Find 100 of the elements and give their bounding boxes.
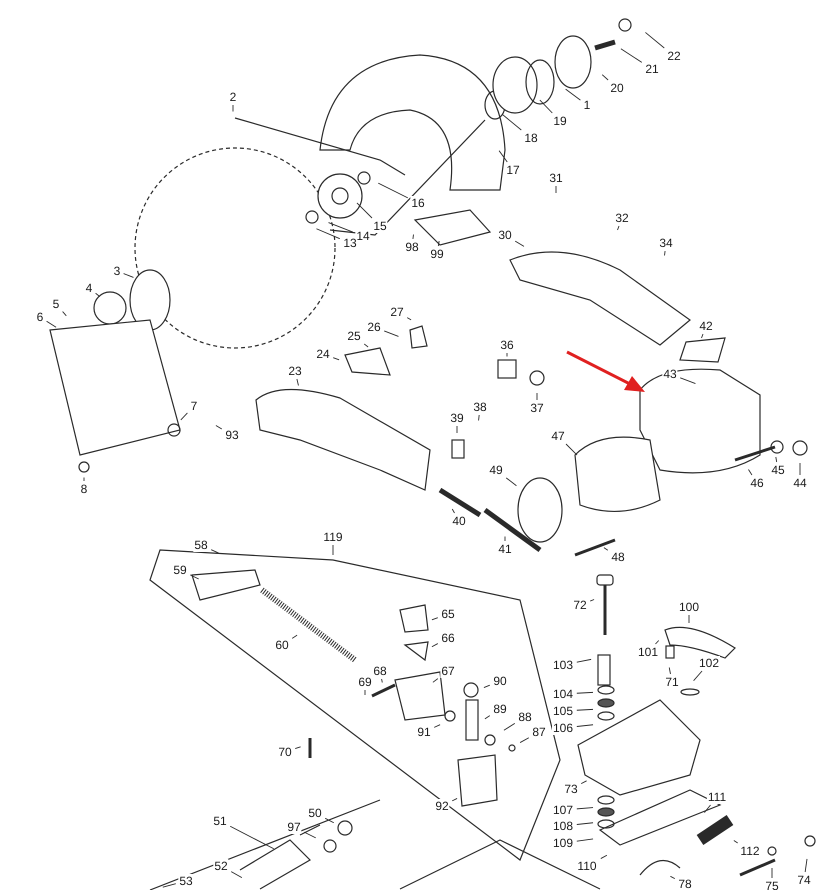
leader-line	[332, 544, 334, 556]
leader-line	[294, 746, 302, 750]
leader-line	[670, 876, 676, 880]
callout-number: 18	[523, 131, 539, 145]
leader-line	[381, 678, 383, 683]
leader-line	[704, 804, 711, 813]
callout-number: 89	[492, 702, 508, 716]
leader-line	[384, 330, 399, 337]
leader-line	[296, 378, 299, 386]
leader-line	[478, 414, 480, 421]
callout-number: 43	[662, 367, 678, 381]
leader-line	[600, 854, 608, 860]
callout-number: 5	[52, 297, 60, 311]
callout-number: 104	[552, 687, 574, 701]
leader-line	[412, 234, 414, 240]
callout-number: 105	[552, 704, 574, 718]
leader-line	[215, 425, 222, 430]
leader-line	[180, 412, 188, 420]
callout-number: 72	[572, 598, 588, 612]
callout-number: 58	[193, 538, 209, 552]
leader-line	[456, 426, 458, 434]
leader-line	[733, 840, 738, 844]
callout-number: 90	[492, 674, 508, 688]
callout-number: 92	[434, 799, 450, 813]
leader-line	[602, 74, 609, 80]
leader-line	[406, 317, 412, 320]
leader-line	[484, 715, 490, 720]
leader-line	[162, 883, 176, 888]
callout-number: 8	[80, 482, 88, 496]
callout-number: 50	[307, 806, 323, 820]
callout-number: 36	[499, 338, 515, 352]
callout-number: 19	[552, 114, 568, 128]
callout-number: 1	[582, 98, 592, 112]
leader-line	[498, 150, 508, 162]
leader-line	[434, 724, 441, 728]
leader-line	[431, 617, 438, 620]
callout-number: 68	[372, 664, 388, 678]
leader-line	[502, 114, 522, 130]
leader-line	[603, 547, 608, 551]
callout-number: 73	[563, 782, 579, 796]
leader-line	[680, 377, 696, 384]
leader-line	[364, 690, 366, 696]
callout-number: 13	[342, 236, 358, 250]
callout-number: 38	[472, 400, 488, 414]
leader-line	[332, 357, 340, 360]
callout-number: 78	[677, 877, 693, 890]
leader-line	[364, 343, 369, 348]
leader-line	[668, 667, 671, 674]
callout-number: 17	[505, 163, 521, 177]
callout-number: 49	[488, 463, 504, 477]
callout-number: 51	[212, 814, 228, 828]
callout-number: 27	[389, 305, 405, 319]
leader-line	[590, 599, 595, 602]
callout-number: 37	[529, 401, 545, 415]
leader-line	[514, 240, 524, 247]
callout-number: 69	[357, 675, 373, 689]
leader-line	[62, 311, 67, 316]
leader-line	[693, 670, 702, 682]
callout-number: 26	[366, 320, 382, 334]
callout-number: 108	[552, 819, 574, 833]
leader-line	[565, 88, 581, 101]
callout-number: 102	[698, 656, 720, 670]
callout-number: 21	[644, 62, 660, 76]
callout-number: 100	[678, 600, 700, 614]
leader-line	[576, 838, 594, 842]
leader-line	[576, 724, 594, 727]
callout-number: 107	[552, 803, 574, 817]
callout-number: 2	[228, 90, 238, 104]
leader-line	[232, 104, 234, 112]
callout-number: 24	[315, 347, 331, 361]
callout-number: 70	[277, 745, 293, 759]
callout-number: 88	[517, 710, 533, 724]
leader-line	[304, 832, 316, 838]
leader-line	[452, 508, 455, 514]
leader-line	[324, 818, 334, 824]
callout-number: 6	[36, 310, 44, 324]
leader-line	[356, 202, 372, 218]
callout-number: 23	[287, 364, 303, 378]
leader-line	[452, 798, 458, 802]
callout-number: 41	[497, 542, 513, 556]
leader-line	[432, 678, 438, 683]
callout-number: 111	[706, 790, 728, 804]
callout-number: 53	[178, 874, 194, 888]
callout-number: 3	[112, 264, 122, 278]
callout-number: 74	[796, 873, 812, 887]
callout-number: 99	[429, 247, 445, 261]
leader-line	[438, 240, 440, 246]
callout-number: 44	[792, 476, 808, 490]
callout-number: 112	[739, 844, 761, 858]
leader-line	[701, 334, 704, 338]
callout-number: 110	[576, 859, 598, 873]
callout-number: 45	[770, 463, 786, 477]
leader-line	[328, 222, 354, 232]
callout-number: 67	[440, 664, 456, 678]
leader-line	[123, 273, 134, 278]
callout-number: 32	[614, 211, 630, 225]
callout-number: 39	[449, 411, 465, 425]
leader-line	[46, 320, 57, 328]
callout-number: 87	[531, 725, 547, 739]
callout-number: 47	[550, 429, 566, 443]
